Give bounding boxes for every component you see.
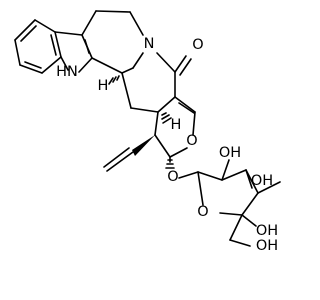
hydroxyl-label-2: OH [219,145,241,161]
sugar-ring-o-label: O [197,204,208,220]
hydroxyl-label-6: OH [256,238,278,254]
glycoside-o-label: O [167,169,178,185]
glucose-ring [197,159,281,247]
indole-nh-label: HN [56,64,78,80]
vinyl-group [103,135,155,172]
molecule-structure: HN H N O H O O O OH OH OH OH [14,10,281,254]
pyrrole-ring [54,31,93,73]
stereo-hash-1 [108,75,120,85]
structure-canvas: HN H N O H O O O OH OH OH OH [14,10,281,254]
lactam-ring [121,52,192,113]
benzene-ring [14,19,62,74]
piperidine-ring [81,10,144,74]
bridgehead-h-label-2: H [171,117,182,133]
hydroxyl-label-4: OH [256,223,278,239]
carbonyl-o-label: O [192,37,203,53]
pyran-o-label: O [186,133,197,149]
bridgehead-h-label-1: H [98,78,109,94]
glycoside-link [165,156,199,179]
hydroxyl-label-3: OH [251,173,273,189]
atom-labels: HN H N O H O O O OH OH OH OH [56,36,278,254]
pyran-ring [154,96,196,158]
amide-n-label: N [144,36,155,52]
stereo-hash-2 [161,112,172,124]
